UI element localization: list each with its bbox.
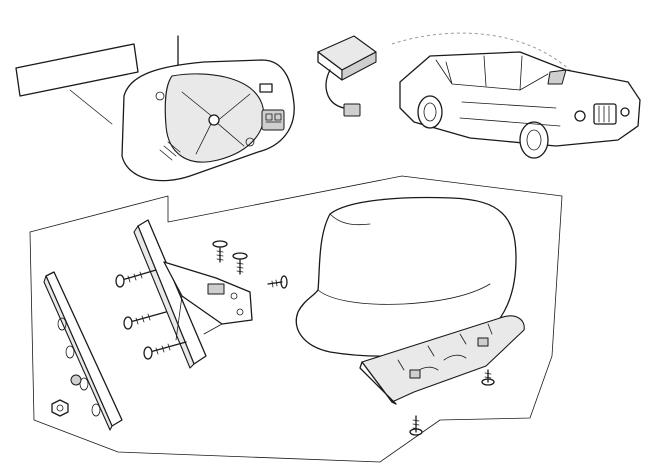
mounting-plate <box>43 271 123 431</box>
screw <box>409 415 423 436</box>
car <box>399 51 641 159</box>
connector <box>343 103 361 117</box>
wheel <box>519 121 549 159</box>
screw <box>267 275 288 289</box>
base-cover <box>359 315 525 405</box>
stud <box>115 269 157 288</box>
mirror-glass <box>121 35 295 182</box>
screw <box>212 240 228 263</box>
leader-line <box>391 32 573 73</box>
nut <box>51 399 69 417</box>
screw <box>232 252 248 275</box>
stud <box>143 341 187 360</box>
grille <box>593 103 617 125</box>
headlight <box>574 110 586 122</box>
group-frame <box>29 175 563 463</box>
stud <box>123 311 167 330</box>
wheel <box>417 95 443 129</box>
wing-mirror <box>547 69 567 85</box>
headlight <box>620 107 630 117</box>
label-plate <box>15 43 139 125</box>
control-module <box>317 35 377 117</box>
mirror-bracket <box>115 219 253 369</box>
screw <box>481 369 495 386</box>
